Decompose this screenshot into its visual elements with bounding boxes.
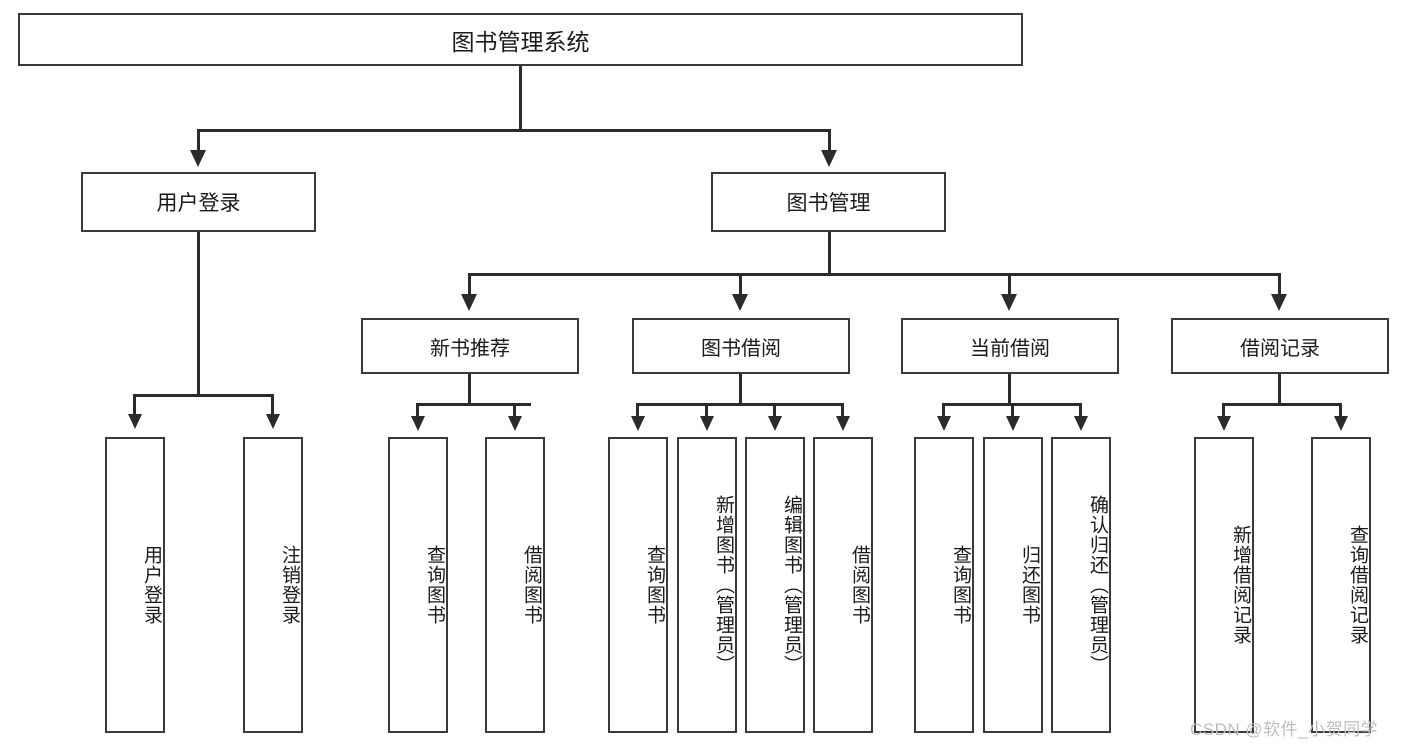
edge-root-to-bookmgmt <box>828 129 831 151</box>
node-root[interactable]: 图书管理系统 <box>18 13 1023 66</box>
leaf-edit-book-admin-label: 编辑图书（管理员） <box>781 495 802 675</box>
edge-bookmgmt-to-borrow <box>739 273 742 295</box>
node-user-login[interactable]: 用户登录 <box>81 172 316 232</box>
edge-borrow-to-leaf-3 <box>773 403 776 417</box>
edge-root-to-login <box>197 129 200 151</box>
node-book-management[interactable]: 图书管理 <box>711 172 946 232</box>
leaf-user-login-label: 用户登录 <box>141 545 162 625</box>
node-root-label: 图书管理系统 <box>451 28 590 55</box>
edge-bookmgmt-to-records <box>1278 273 1281 295</box>
edge-recommend-bus <box>416 403 531 406</box>
leaf-logout[interactable]: 注销登录 <box>243 437 303 733</box>
arrowhead-recommend-to-leaf-2 <box>508 416 522 431</box>
arrowhead-borrow-to-leaf-2 <box>700 416 714 431</box>
edge-borrow-to-leaf-2 <box>705 403 708 417</box>
edge-recommend-stem <box>468 374 471 406</box>
leaf-edit-book-admin[interactable]: 编辑图书（管理员） <box>745 437 805 733</box>
edge-records-to-leaf-1 <box>1222 403 1225 417</box>
arrowhead-login-to-leaf-1 <box>128 414 142 429</box>
leaf-query-book-current[interactable]: 查询图书 <box>914 437 974 733</box>
edge-root-bus <box>197 129 831 132</box>
arrowhead-current-to-leaf-3 <box>1074 416 1088 431</box>
edge-bookmgmt-to-current <box>1008 273 1011 295</box>
arrowhead-bookmgmt-to-new <box>461 294 477 311</box>
node-borrow-records-label: 借阅记录 <box>1240 337 1320 360</box>
arrowhead-login-to-leaf-2 <box>266 414 280 429</box>
node-current-borrow[interactable]: 当前借阅 <box>901 318 1119 374</box>
arrowhead-borrow-to-leaf-4 <box>836 416 850 431</box>
edge-recommend-to-leaf-2 <box>513 403 516 417</box>
node-book-borrow-label: 图书借阅 <box>701 337 781 360</box>
edge-borrow-stem <box>739 374 742 406</box>
node-user-login-label: 用户登录 <box>156 192 241 215</box>
edge-login-to-leaf-1 <box>133 394 136 416</box>
node-new-book-recommend[interactable]: 新书推荐 <box>361 318 579 374</box>
leaf-user-login[interactable]: 用户登录 <box>105 437 165 733</box>
arrowhead-current-to-leaf-2 <box>1006 416 1020 431</box>
edge-borrow-bus <box>636 403 844 406</box>
leaf-add-borrow-record-label: 新增借阅记录 <box>1230 525 1251 645</box>
arrowhead-root-to-bookmgmt <box>821 150 837 167</box>
edge-current-to-leaf-3 <box>1079 403 1082 417</box>
edge-bookmgmt-stem <box>828 232 831 276</box>
edge-records-to-leaf-2 <box>1339 403 1342 417</box>
leaf-add-book-admin[interactable]: 新增图书（管理员） <box>677 437 737 733</box>
leaf-add-borrow-record[interactable]: 新增借阅记录 <box>1194 437 1254 733</box>
edge-recommend-to-leaf-1 <box>416 403 419 417</box>
leaf-confirm-return-admin-label: 确认归还（管理员） <box>1087 495 1108 675</box>
leaf-return-book-label: 归还图书 <box>1019 545 1040 625</box>
leaf-borrow-book[interactable]: 借阅图书 <box>813 437 873 733</box>
leaf-query-book-borrow[interactable]: 查询图书 <box>608 437 668 733</box>
arrowhead-records-to-leaf-1 <box>1217 416 1231 431</box>
edge-records-bus <box>1222 403 1341 406</box>
edge-current-to-leaf-1 <box>942 403 945 417</box>
leaf-add-book-admin-label: 新增图书（管理员） <box>713 495 734 675</box>
leaf-logout-label: 注销登录 <box>279 545 300 625</box>
leaf-borrow-book-recommend[interactable]: 借阅图书 <box>485 437 545 733</box>
leaf-borrow-book-recommend-label: 借阅图书 <box>521 545 542 625</box>
edge-current-to-leaf-2 <box>1011 403 1014 417</box>
edge-borrow-to-leaf-1 <box>636 403 639 417</box>
arrowhead-borrow-to-leaf-3 <box>768 416 782 431</box>
node-current-borrow-label: 当前借阅 <box>970 337 1050 360</box>
node-book-management-label: 图书管理 <box>786 192 871 215</box>
edge-login-stem <box>197 232 200 397</box>
arrowhead-bookmgmt-to-borrow <box>732 294 748 311</box>
leaf-query-book-recommend[interactable]: 查询图书 <box>388 437 448 733</box>
leaf-confirm-return-admin[interactable]: 确认归还（管理员） <box>1051 437 1111 733</box>
edge-login-to-leaf-2 <box>271 394 274 416</box>
arrowhead-recommend-to-leaf-1 <box>411 416 425 431</box>
leaf-query-borrow-record[interactable]: 查询借阅记录 <box>1311 437 1371 733</box>
arrowhead-records-to-leaf-2 <box>1334 416 1348 431</box>
edge-records-stem <box>1278 374 1281 406</box>
edge-current-stem <box>1008 374 1011 406</box>
arrowhead-bookmgmt-to-records <box>1271 294 1287 311</box>
leaf-borrow-book-label: 借阅图书 <box>849 545 870 625</box>
leaf-query-borrow-record-label: 查询借阅记录 <box>1347 525 1368 645</box>
arrowhead-borrow-to-leaf-1 <box>631 416 645 431</box>
edge-root-stem <box>519 66 522 131</box>
leaf-query-book-borrow-label: 查询图书 <box>644 545 665 625</box>
edge-bookmgmt-bus <box>468 273 1280 276</box>
edge-borrow-to-leaf-4 <box>841 403 844 417</box>
arrowhead-root-to-login <box>190 150 206 167</box>
node-new-book-recommend-label: 新书推荐 <box>430 337 510 360</box>
leaf-return-book[interactable]: 归还图书 <box>983 437 1043 733</box>
arrowhead-bookmgmt-to-current <box>1001 294 1017 311</box>
node-borrow-records[interactable]: 借阅记录 <box>1171 318 1389 374</box>
leaf-query-book-recommend-label: 查询图书 <box>424 545 445 625</box>
arrowhead-current-to-leaf-1 <box>937 416 951 431</box>
node-book-borrow[interactable]: 图书借阅 <box>632 318 850 374</box>
edge-login-bus <box>133 394 272 397</box>
leaf-query-book-current-label: 查询图书 <box>950 545 971 625</box>
watermark-text: CSDN @软件_小贺同学 <box>1190 720 1379 739</box>
edge-bookmgmt-to-new <box>468 273 471 295</box>
